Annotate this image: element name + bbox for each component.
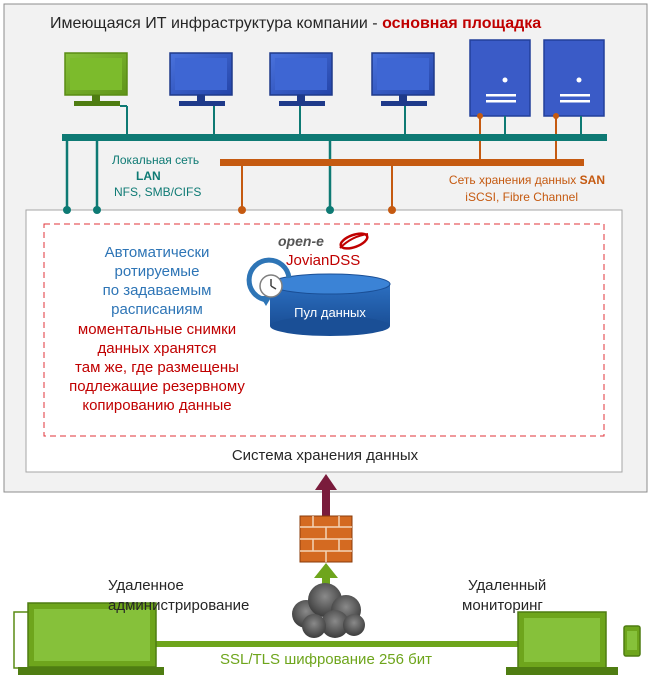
workstation-blue-icon xyxy=(169,52,233,135)
snapshot-blue-line: по задаваемым xyxy=(103,282,212,299)
workstation-green-icon xyxy=(64,52,128,135)
snapshot-blue-line: расписаниям xyxy=(111,301,203,318)
page-title: Имеющаяся ИТ инфраструктура компании - о… xyxy=(50,15,541,32)
remote-monitoring-line-1: Удаленный xyxy=(468,577,546,594)
remote-admin-line-1: Удаленное xyxy=(108,577,184,594)
rotation-clock-icon xyxy=(246,257,292,306)
data-pool-cylinder: Пул данных xyxy=(269,273,391,336)
open-e-logo: open-e JovianDSS xyxy=(278,232,369,269)
workstation-blue-icon xyxy=(269,52,333,135)
firewall-icon xyxy=(299,515,353,563)
remote-monitoring-line-2: мониторинг xyxy=(462,597,543,614)
lan-label-3: NFS, SMB/CIFS xyxy=(114,185,201,199)
snapshot-blue-line: Автоматически xyxy=(105,244,210,261)
encryption-label: SSL/TLS шифрование 256 бит xyxy=(220,651,432,668)
server-icon xyxy=(543,39,605,162)
snapshot-red-line: подлежащие резервному xyxy=(69,378,245,395)
snapshot-area-border xyxy=(43,223,605,437)
snapshot-description: Автоматически ротируемые по задаваемым р… xyxy=(69,244,245,414)
lan-label-2: LAN xyxy=(136,169,161,183)
storage-system-label: Система хранения данных xyxy=(232,447,419,464)
lan-drops xyxy=(65,140,332,210)
server-icon xyxy=(469,39,531,162)
snapshot-blue-line: ротируемые xyxy=(115,263,200,280)
san-bus xyxy=(220,159,584,166)
snapshot-red-line: копированию данные xyxy=(82,397,231,414)
pool-label: Пул данных xyxy=(294,305,366,320)
laptop-monitoring-icon xyxy=(506,611,618,675)
arrow-up-green-icon xyxy=(314,563,338,589)
wan-line xyxy=(150,641,518,647)
logo-product-name: JovianDSS xyxy=(286,252,360,269)
lan-connection-dots xyxy=(63,206,334,214)
remote-admin-line-2: администрирование xyxy=(108,597,249,614)
san-connection-dots xyxy=(238,206,396,214)
arrow-up-icon xyxy=(315,474,337,516)
lan-label-1: Локальная сеть xyxy=(112,153,199,167)
snapshot-red-line: данных хранятся xyxy=(97,340,216,357)
laptop-admin-icon xyxy=(13,602,164,675)
workstation-blue-icon xyxy=(371,52,435,135)
snapshot-red-line: там же, где размещены xyxy=(75,359,239,376)
san-label-2: iSCSI, Fibre Channel xyxy=(465,190,578,204)
storage-system-box xyxy=(25,209,623,473)
logo-brand: open-e xyxy=(278,233,324,249)
lan-bus xyxy=(62,134,607,141)
snapshot-red-line: моментальные снимки xyxy=(78,321,236,338)
san-drops xyxy=(241,166,393,210)
phone-icon xyxy=(623,625,641,657)
internet-cloud-icon xyxy=(292,583,365,638)
san-label-1: Сеть хранения данных SAN xyxy=(449,173,605,187)
